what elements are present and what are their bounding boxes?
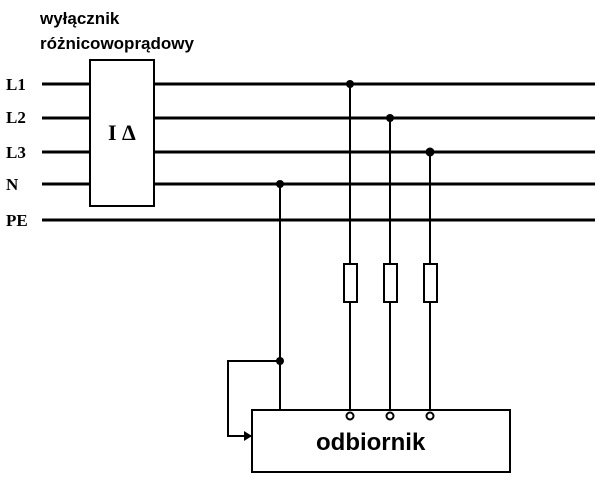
fuse-L3 xyxy=(423,263,438,303)
rcd-box xyxy=(89,59,155,207)
label-L3: L3 xyxy=(6,143,26,162)
label-L1: L1 xyxy=(6,75,26,94)
load-box xyxy=(251,409,511,473)
terminal-L2 xyxy=(385,411,395,421)
load-label: odbiornik xyxy=(316,429,426,456)
fuse-L2 xyxy=(383,263,398,303)
fuse-L1 xyxy=(343,263,358,303)
terminal-L3 xyxy=(425,411,435,421)
label-PE: PE xyxy=(6,211,28,230)
rcd-label: I Δ xyxy=(108,120,136,145)
title-line-1: wyłącznik xyxy=(39,9,120,28)
label-N: N xyxy=(6,175,19,194)
terminal-L1 xyxy=(345,411,355,421)
n-loop-arrow xyxy=(244,431,252,441)
label-L2: L2 xyxy=(6,108,26,127)
n-loop-wire xyxy=(227,360,280,437)
title-line-2: różnicowoprądowy xyxy=(40,34,195,53)
